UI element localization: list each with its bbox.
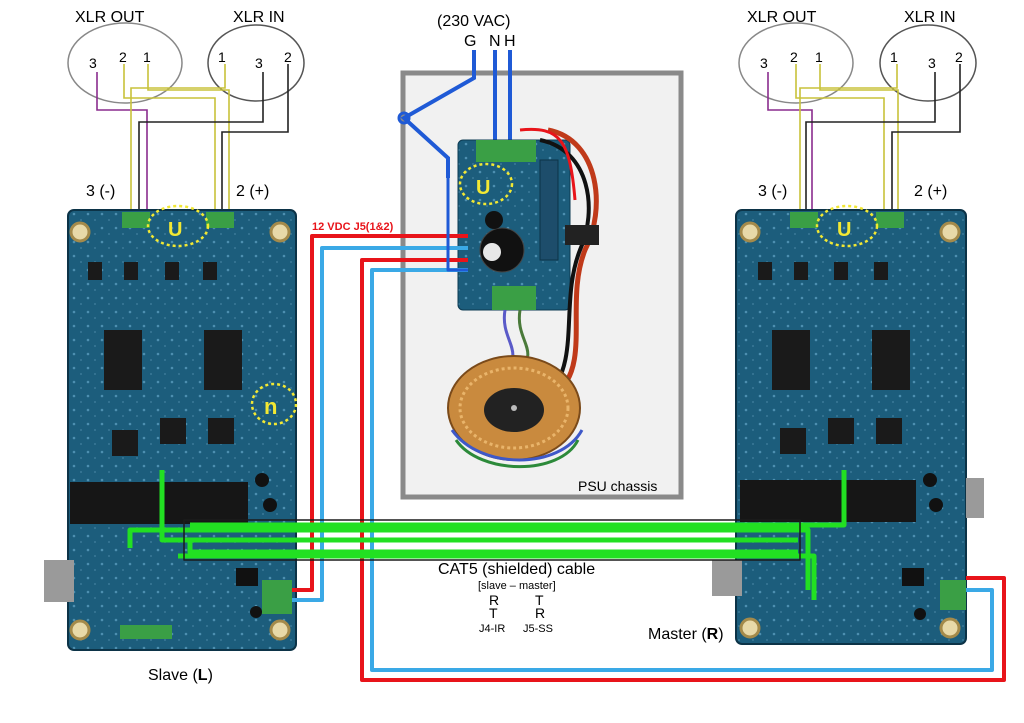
left-in-pin2: 2 [284, 49, 292, 65]
left-in-pin3: 3 [255, 55, 263, 71]
right-out-pin2: 2 [790, 49, 798, 65]
left-out-pin1: 1 [143, 49, 151, 65]
cat5-label: CAT5 (shielded) cable [438, 561, 595, 578]
left-xlr-wires [96, 64, 289, 212]
psu-chassis-label: PSU chassis [578, 478, 657, 494]
left-xlr-connectors: XLR OUT XLR IN 3 2 1 1 3 2 [67, 9, 305, 104]
slave-label-suffix: ) [208, 667, 213, 684]
left-minus-label: 3 (-) [86, 183, 115, 200]
left-xlr-in-ellipse [207, 24, 305, 102]
power-label: 12 VDC J5(1&2) [312, 221, 394, 233]
left-xlr-out-ellipse [67, 22, 183, 104]
cat5-sublabel: [slave – master] [478, 580, 556, 592]
right-out-pin3: 3 [760, 55, 768, 71]
slave-label-side: L [198, 667, 208, 684]
master-label-side: R [707, 626, 719, 643]
slave-label-prefix: Slave ( [148, 667, 198, 684]
right-in-pin2: 2 [955, 49, 963, 65]
slave-n-marker: n [264, 394, 277, 419]
left-in-pin1: 1 [218, 49, 226, 65]
mains-h-label: H [504, 33, 516, 50]
slave-u-marker: U [168, 219, 182, 241]
master-board: U [712, 204, 984, 645]
right-xlr-in-ellipse [879, 24, 977, 102]
cat5-row2-left: T [489, 605, 498, 621]
master-label-prefix: Master ( [648, 626, 707, 643]
cat5-row2-right: R [535, 605, 545, 621]
power-wires [292, 178, 1006, 682]
right-minus-label: 3 (-) [758, 183, 787, 200]
cat5-cable [127, 470, 847, 600]
cat5-legend: CAT5 (shielded) cable [slave – master] R… [438, 561, 595, 635]
right-xlr-out-label: XLR OUT [747, 9, 817, 26]
cat5-row1-right: T [535, 592, 544, 608]
master-u-marker: U [837, 219, 851, 241]
right-xlr-connectors: XLR OUT XLR IN 3 2 1 1 3 2 [738, 9, 977, 104]
psu-chassis: (230 VAC) G N H PSU chassis [397, 13, 684, 500]
slave-microcontroller [70, 482, 248, 524]
right-out-pin1: 1 [815, 49, 823, 65]
left-out-pin3: 3 [89, 55, 97, 71]
mains-label: (230 VAC) [437, 13, 511, 30]
master-label: Master (R) [648, 626, 724, 643]
right-xlr-in-label: XLR IN [904, 9, 956, 26]
right-in-pin3: 3 [928, 55, 936, 71]
cat5-row3-left: J4-IR [479, 623, 505, 635]
left-plus-label: 2 (+) [236, 183, 269, 200]
master-label-suffix: ) [718, 626, 723, 643]
psu-u-marker: U [476, 177, 490, 199]
left-xlr-in-label: XLR IN [233, 9, 285, 26]
right-plus-label: 2 (+) [914, 183, 947, 200]
right-xlr-wires [767, 64, 961, 212]
left-xlr-out-label: XLR OUT [75, 9, 145, 26]
slave-label: Slave (L) [148, 667, 213, 684]
master-microcontroller [740, 480, 916, 522]
mains-n-label: N [489, 33, 501, 50]
cat5-row3-right: J5-SS [523, 623, 553, 635]
left-out-pin2: 2 [119, 49, 127, 65]
right-in-pin1: 1 [890, 49, 898, 65]
right-xlr-out-ellipse [738, 22, 854, 104]
mains-g-label: G [464, 33, 476, 50]
cat5-row1-left: R [489, 592, 499, 608]
slave-board: U n [44, 204, 298, 651]
